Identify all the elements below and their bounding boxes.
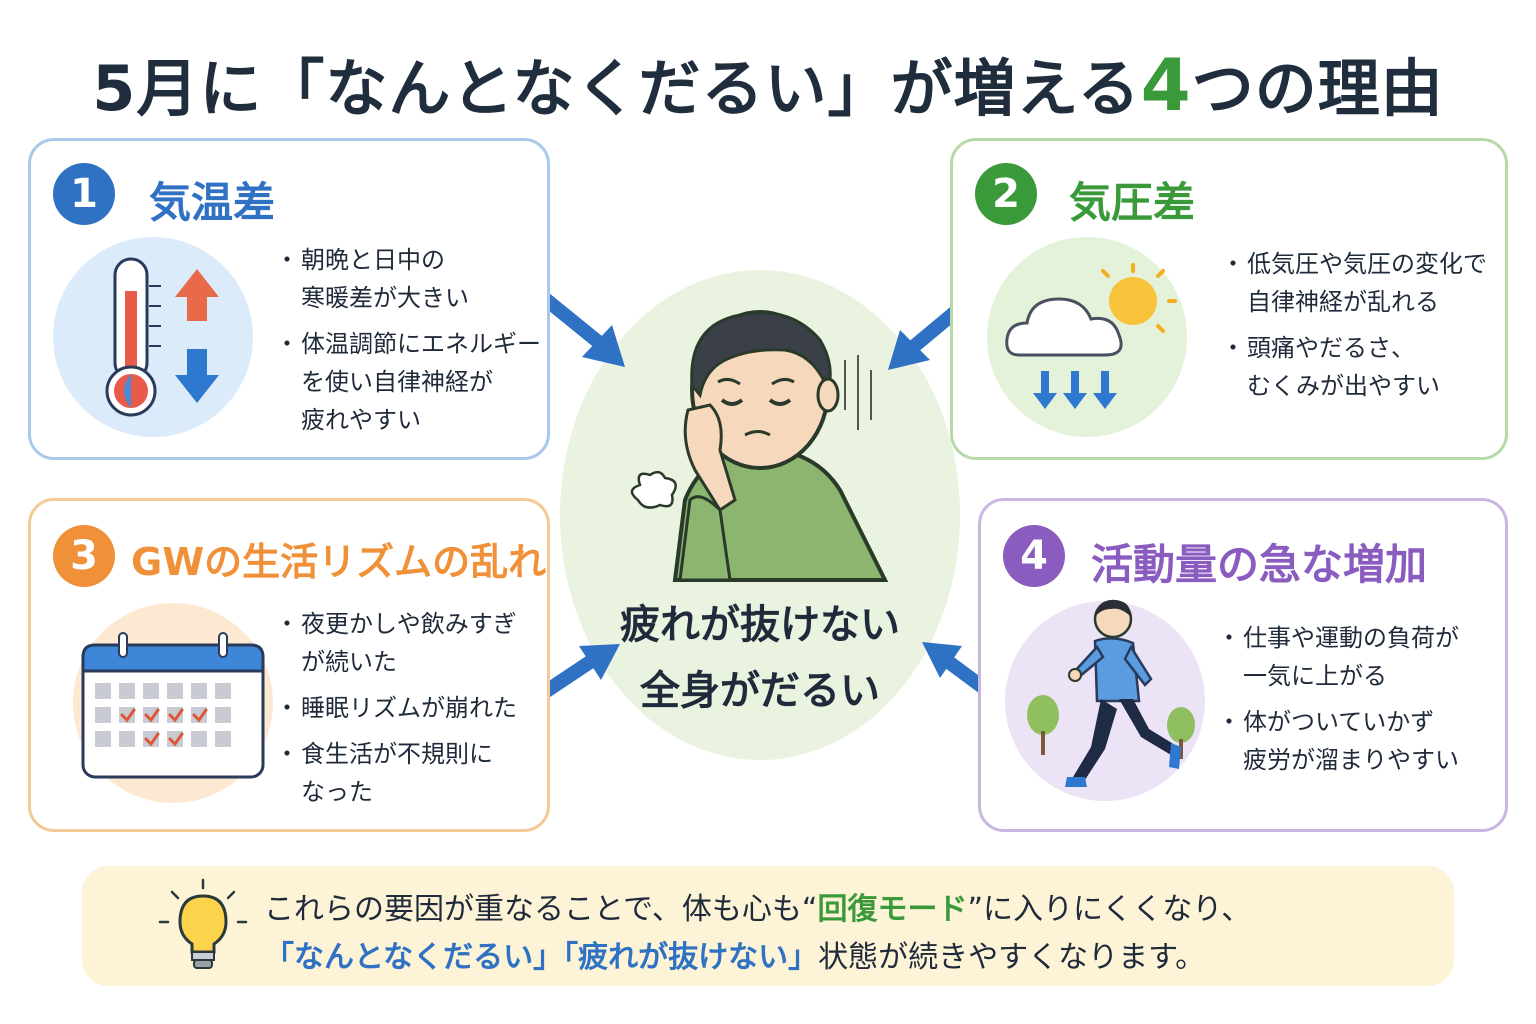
reason-heading: 気温差: [149, 178, 276, 227]
center-message: 疲れが抜けない 全身がだるい: [560, 592, 960, 724]
bullet-item: 睡眠リズムが崩れた: [275, 689, 517, 727]
summary-line-1: これらの要因が重なることで、体も心も“回復モード”に入りにくくなり、: [264, 892, 1252, 927]
reason-heading: 活動量の急な増加: [1091, 540, 1428, 589]
center-line-1: 疲れが抜けない: [620, 602, 900, 648]
center-line-2: 全身がだるい: [640, 668, 880, 714]
page-title: 5月に「なんとなくだるい」が増える4つの理由: [0, 38, 1536, 128]
title-number: 4: [1140, 43, 1192, 127]
reason-number-badge: 4: [1003, 525, 1065, 587]
lightbulb-icon: [158, 878, 248, 969]
quote-darui: 「なんとなくだるい」: [264, 940, 564, 975]
summary-box: これらの要因が重なることで、体も心も“回復モード”に入りにくくなり、 「なんとな…: [82, 866, 1454, 986]
quote-tsukare: 「疲れが抜けない」: [563, 940, 819, 975]
thermometer-icon: [105, 257, 219, 417]
reason-number-badge: 1: [53, 163, 115, 225]
reason-number-badge: 3: [53, 525, 115, 587]
title-after: つの理由: [1191, 52, 1444, 125]
summary-line-2: 「なんとなくだるい」「疲れが抜けない」状態が続きやすくなります。: [264, 940, 1206, 975]
running-man-icon: [1027, 599, 1195, 787]
reason-heading: 気圧差: [1069, 178, 1196, 227]
reason-heading: GWの生活リズムの乱れ: [131, 540, 547, 584]
title-before: 5月に「なんとなくだるい」が増える: [92, 52, 1141, 125]
recovery-mode-highlight: 回復モード: [817, 892, 968, 927]
reason-number-badge: 2: [975, 163, 1037, 225]
calendar-icon: [81, 632, 265, 779]
bullet-item: 頭痛やだるさ、むくみが出やすい: [1221, 329, 1487, 405]
cloud-sun-icon: [1005, 263, 1177, 409]
tired-man-icon: [630, 310, 889, 582]
